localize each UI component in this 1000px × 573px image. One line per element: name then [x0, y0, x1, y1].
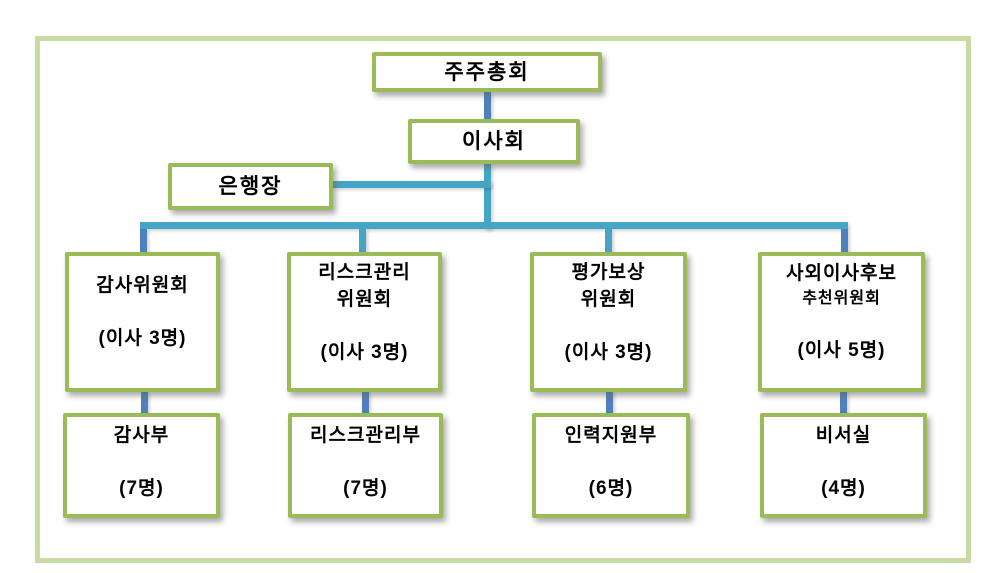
connector-stub-audit-department: [141, 391, 148, 414]
connector-stub-risk-committee: [359, 229, 366, 253]
connector-president-to-board-line: [333, 181, 491, 188]
node-label: 주주총회: [444, 60, 530, 84]
connector-stub-evaluation-committee: [605, 229, 612, 253]
connector-stub-nomination-committee: [841, 229, 848, 253]
node-shareholders-meeting: 주주총회: [372, 52, 602, 92]
node-label: 이사회: [462, 130, 526, 153]
node-label: 인력지원부: [564, 424, 658, 446]
node-member-count: (6명): [588, 477, 634, 499]
connector-stub-audit-committee: [140, 229, 147, 253]
node-label: 리스크관리부: [310, 424, 421, 446]
node-label-line1: 평가보상: [571, 261, 646, 283]
node-member-count: (이사 3명): [564, 341, 653, 363]
connector-stub-risk-department: [362, 391, 369, 414]
node-hr-support-department: 인력지원부 (6명): [532, 413, 690, 518]
node-secretariat-office: 비서실 (4명): [760, 413, 927, 518]
node-label: 감사부: [113, 424, 170, 446]
node-member-count: (이사 3명): [98, 328, 187, 349]
node-member-count: (7명): [343, 477, 388, 499]
node-member-count: (4명): [821, 477, 866, 499]
node-label: 은행장: [218, 175, 283, 198]
node-audit-department: 감사부 (7명): [63, 413, 220, 518]
node-label-line2: 위원회: [336, 288, 393, 310]
node-label-line2: 추천위원회: [802, 290, 881, 307]
node-member-count: (7명): [119, 477, 164, 499]
node-label-line1: 리스크관리: [318, 261, 411, 283]
node-member-count: (이사 3명): [320, 341, 409, 363]
outer-frame-border: [35, 36, 971, 563]
node-risk-management-department: 리스크관리부 (7명): [288, 413, 443, 518]
node-evaluation-compensation-committee: 평가보상 위원회 (이사 3명): [530, 252, 687, 392]
connector-distribution-line: [140, 222, 848, 229]
node-member-count: (이사 5명): [797, 340, 886, 361]
node-label: 비서실: [815, 424, 872, 446]
node-label-line1: 감사위원회: [96, 275, 189, 296]
node-label-line2: 위원회: [580, 288, 637, 310]
node-outside-director-nomination-committee: 사외이사후보 추천위원회 (이사 5명): [758, 252, 925, 392]
node-board-of-directors: 이사회: [408, 119, 580, 164]
connector-board-to-distribution: [484, 164, 491, 229]
node-label-line1: 사외이사후보: [786, 263, 897, 284]
node-risk-management-committee: 리스크관리 위원회 (이사 3명): [287, 252, 442, 392]
connector-shareholders-to-board: [484, 92, 491, 119]
node-bank-president: 은행장: [168, 163, 333, 210]
node-audit-committee: 감사위원회 (이사 3명): [65, 252, 220, 392]
connector-stub-hr-department: [606, 391, 613, 414]
connector-stub-secretariat: [840, 391, 847, 414]
